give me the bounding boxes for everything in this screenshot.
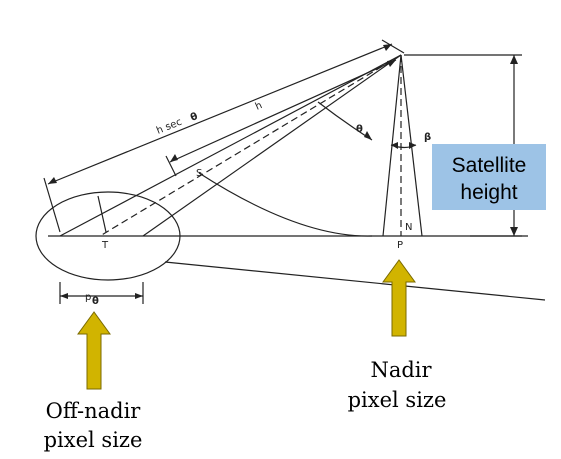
- t-tick: [97, 195, 107, 233]
- hsec-dimension-line: [47, 43, 393, 185]
- slanted-ground-line: [164, 261, 546, 301]
- satellite-height-line1: Satellite: [452, 154, 527, 177]
- captions: Nadir pixel size Off-nadir pixel size: [44, 358, 447, 452]
- offnadir-arrow-icon: [77, 311, 111, 390]
- nadir-arrow-icon: [382, 259, 416, 337]
- ray-outer-right: [142, 54, 402, 237]
- label-n: N: [405, 222, 412, 233]
- beta-arrow-right: [409, 142, 416, 149]
- height-arrow-bottom: [510, 227, 518, 236]
- satellite-height-box: Satellite height: [432, 144, 546, 210]
- satellite-height-line2: height: [460, 181, 517, 204]
- label-p: P: [397, 240, 403, 251]
- hsec-ext-bottom: [43, 177, 61, 233]
- h-dimension-line: [169, 59, 397, 163]
- h-ext-bottom: [165, 155, 177, 177]
- ray-outer-left: [59, 54, 402, 237]
- offnadir-arrow: [77, 311, 111, 390]
- label-ptheta-sub: θ: [92, 296, 99, 307]
- label-h: h: [254, 100, 264, 113]
- beta-arrow-left: [391, 142, 398, 149]
- h-arrow-top: [387, 60, 396, 67]
- label-ptheta-p: p: [85, 292, 91, 303]
- label-h-sec-theta: θ: [189, 111, 200, 124]
- nadir-arrow: [382, 259, 416, 337]
- label-t: T: [101, 240, 109, 251]
- ptheta-arrow-right: [135, 293, 143, 299]
- ray-center-dashed: [99, 54, 402, 237]
- label-h-sec: h sec: [155, 117, 184, 137]
- theta-angle-arc: [317, 101, 373, 141]
- offnadir-caption-line2: pixel size: [44, 428, 143, 452]
- label-s: S: [196, 168, 202, 179]
- height-arrow-top: [510, 55, 518, 64]
- label-beta: β: [424, 132, 431, 143]
- nadir-caption-line2: pixel size: [348, 388, 447, 412]
- hsec-arrow-bottom: [48, 177, 57, 184]
- hsec-arrow-top: [383, 44, 392, 51]
- h-arrow-bottom: [170, 154, 178, 162]
- hsec-ext-top: [381, 39, 405, 54]
- label-theta: θ: [356, 124, 363, 135]
- satellite-height-box-bg: [432, 144, 546, 210]
- offnadir-caption-line1: Off-nadir: [46, 399, 142, 423]
- arrowheads: [48, 44, 518, 299]
- ptheta-arrow-left: [60, 293, 68, 299]
- nadir-caption-line1: Nadir: [370, 358, 432, 382]
- offnadir-footprint-ellipse: [35, 191, 181, 281]
- equal-range-arc: [198, 172, 373, 237]
- theta-arrow: [364, 131, 372, 140]
